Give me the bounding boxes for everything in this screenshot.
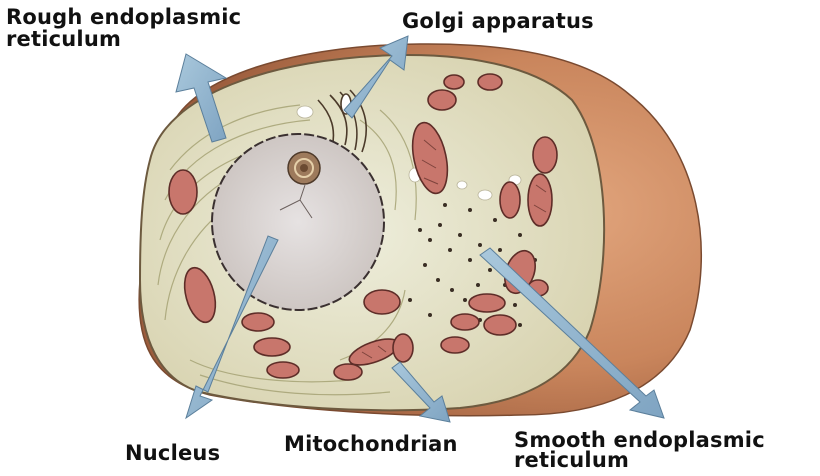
label-mitochondrian: Mitochondrian	[284, 433, 458, 455]
label-rough-er: Rough endoplasmic reticulum	[6, 6, 241, 50]
label-smooth-er-line2: reticulum	[514, 451, 765, 469]
label-golgi: Golgi apparatus	[402, 10, 594, 32]
nucleolus	[288, 152, 320, 184]
label-rough-er-line2: reticulum	[6, 28, 241, 50]
label-rough-er-line1: Rough endoplasmic	[6, 6, 241, 28]
label-smooth-er: Smooth endoplasmic reticulum	[514, 429, 765, 469]
nucleus	[212, 134, 384, 310]
label-nucleus: Nucleus	[125, 442, 220, 464]
